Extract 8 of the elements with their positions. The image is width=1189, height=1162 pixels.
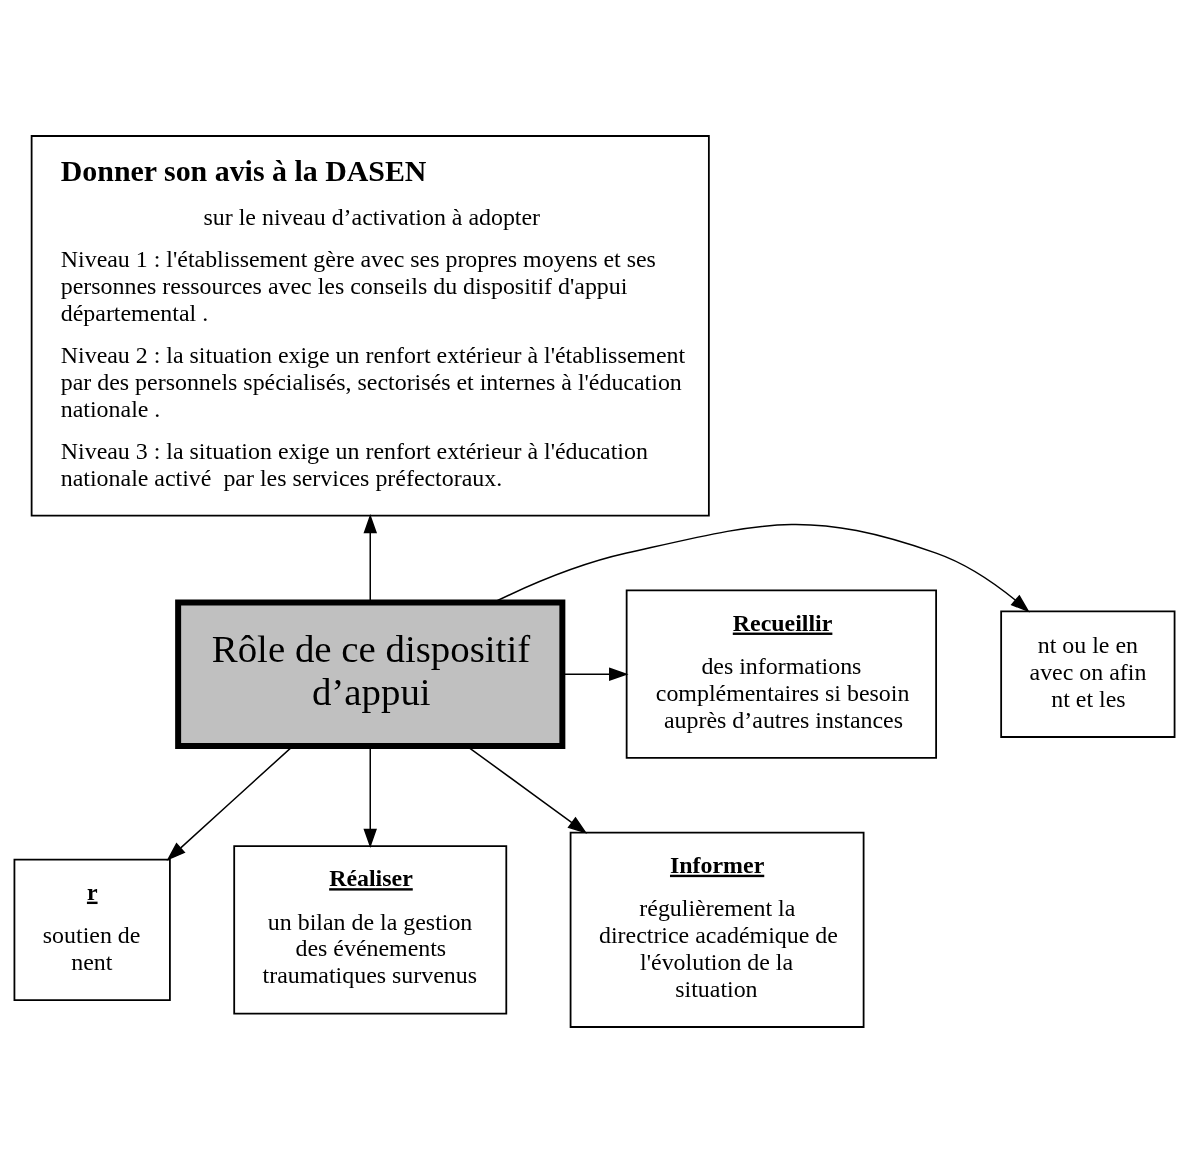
node-box: Recueillir des informations complémentaires si besoin auprès d’autres instances (625, 589, 937, 759)
node-box: r soutien de nent (13, 858, 171, 1001)
node-box: Informer régulièrement la directrice académique de l'évolution de la situation (569, 831, 865, 1028)
arrow (363, 513, 378, 603)
node-box: Donner son avis à la DASEN sur le niveau d’activation à adopter Niveau 1 : l'établissement gère avec ses propres moyens et ses personnes ressources avec les conseils du dispositif d'appui départemental . Niveau 2 : la situation exige un renfort extérieur à l'établissement par des personnels spécialisés, sectorisés et internes à l'éducation nationale . Niveau 3 : la situation exige un renfort extérieur à l'éducation nationale activé par les services préfectoraux. (30, 134, 710, 517)
node-box: nt ou le en avec on afin nt et les (1000, 610, 1176, 738)
node-box: Réaliser un bilan de la gestion des événements traumatiques survenus (233, 844, 508, 1014)
node-box: Rôle de ce dispositif d’appui (175, 598, 566, 749)
